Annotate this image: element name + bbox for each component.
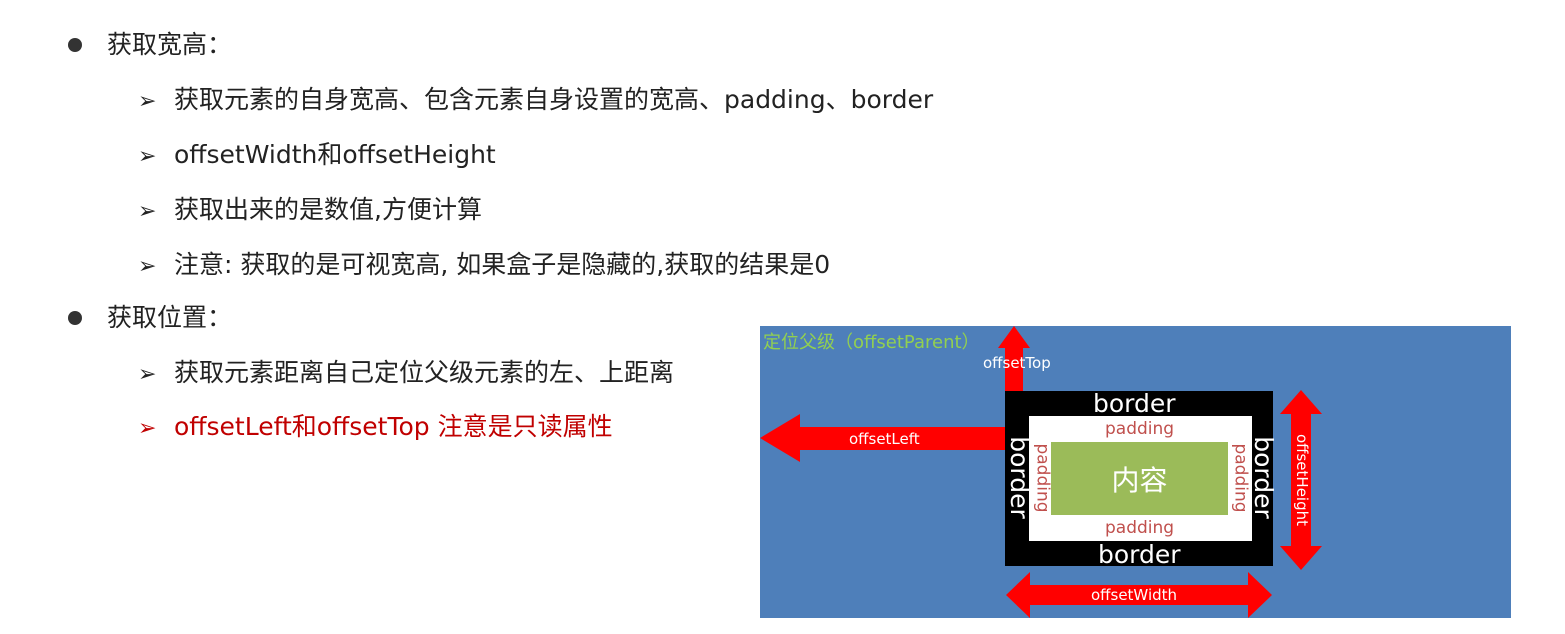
- bullet-title: 获取位置：: [107, 303, 233, 332]
- content-box: 内容: [1051, 442, 1228, 515]
- parent-label: 定位父级（offsetParent）: [763, 332, 980, 353]
- border-right-label: border: [1248, 436, 1278, 519]
- list-item-text: 获取元素的自身宽高、包含元素自身设置的宽高、padding、border: [174, 85, 934, 114]
- list-item: ➢ 获取出来的是数值,方便计算: [138, 193, 482, 229]
- offset-left-arrow: [760, 414, 1005, 462]
- list-item-text: 注意: 获取的是可视宽高, 如果盒子是隐藏的,获取的结果是0: [174, 250, 831, 279]
- padding-top-label: padding: [1105, 419, 1175, 439]
- padding-right-label: padding: [1230, 443, 1251, 513]
- list-item: ➢ offsetWidth和offsetHeight: [138, 138, 496, 174]
- arrow-bullet-icon: ➢: [138, 144, 157, 169]
- offset-top-arrow: [998, 326, 1030, 391]
- border-left-label: border: [1004, 436, 1034, 519]
- padding-left-label: padding: [1032, 443, 1053, 513]
- border-bottom-label: border: [1098, 540, 1181, 569]
- arrows-layer: [760, 326, 1322, 618]
- offset-diagram: 定位父级（offsetParent） offsetTop offsetLeft …: [760, 326, 1511, 618]
- list-item-text: 获取元素距离自己定位父级元素的左、上距离: [174, 358, 675, 387]
- border-top-label: border: [1093, 389, 1176, 418]
- offset-width-arrow: [1006, 572, 1272, 618]
- list-item-highlight: ➢ offsetLeft和offsetTop 注意是只读属性: [138, 410, 613, 446]
- arrow-bullet-icon: ➢: [138, 254, 157, 279]
- arrow-bullet-icon: ➢: [138, 199, 157, 224]
- list-item-text: offsetWidth和offsetHeight: [174, 140, 496, 169]
- offset-top-label: offsetTop: [983, 354, 1051, 372]
- list-item: ➢ 注意: 获取的是可视宽高, 如果盒子是隐藏的,获取的结果是0: [138, 248, 830, 284]
- offset-height-label: offsetHeight: [1293, 433, 1312, 527]
- arrow-bullet-icon: ➢: [138, 89, 157, 114]
- list-item: ➢ 获取元素距离自己定位父级元素的左、上距离: [138, 356, 674, 392]
- arrow-bullet-icon: ➢: [138, 416, 157, 441]
- offset-left-label: offsetLeft: [849, 430, 920, 448]
- bullet-title: 获取宽高：: [107, 30, 233, 59]
- bullet-dot: [68, 311, 82, 325]
- offset-width-label: offsetWidth: [1091, 586, 1178, 604]
- offset-height-arrow: [1280, 390, 1322, 570]
- bullet-dot: [68, 38, 82, 52]
- padding-bottom-label: padding: [1105, 518, 1175, 538]
- list-item: ➢ 获取元素的自身宽高、包含元素自身设置的宽高、padding、border: [138, 83, 933, 119]
- list-item-text: 获取出来的是数值,方便计算: [174, 195, 482, 224]
- arrow-bullet-icon: ➢: [138, 362, 157, 387]
- list-item-text: offsetLeft和offsetTop 注意是只读属性: [174, 412, 613, 441]
